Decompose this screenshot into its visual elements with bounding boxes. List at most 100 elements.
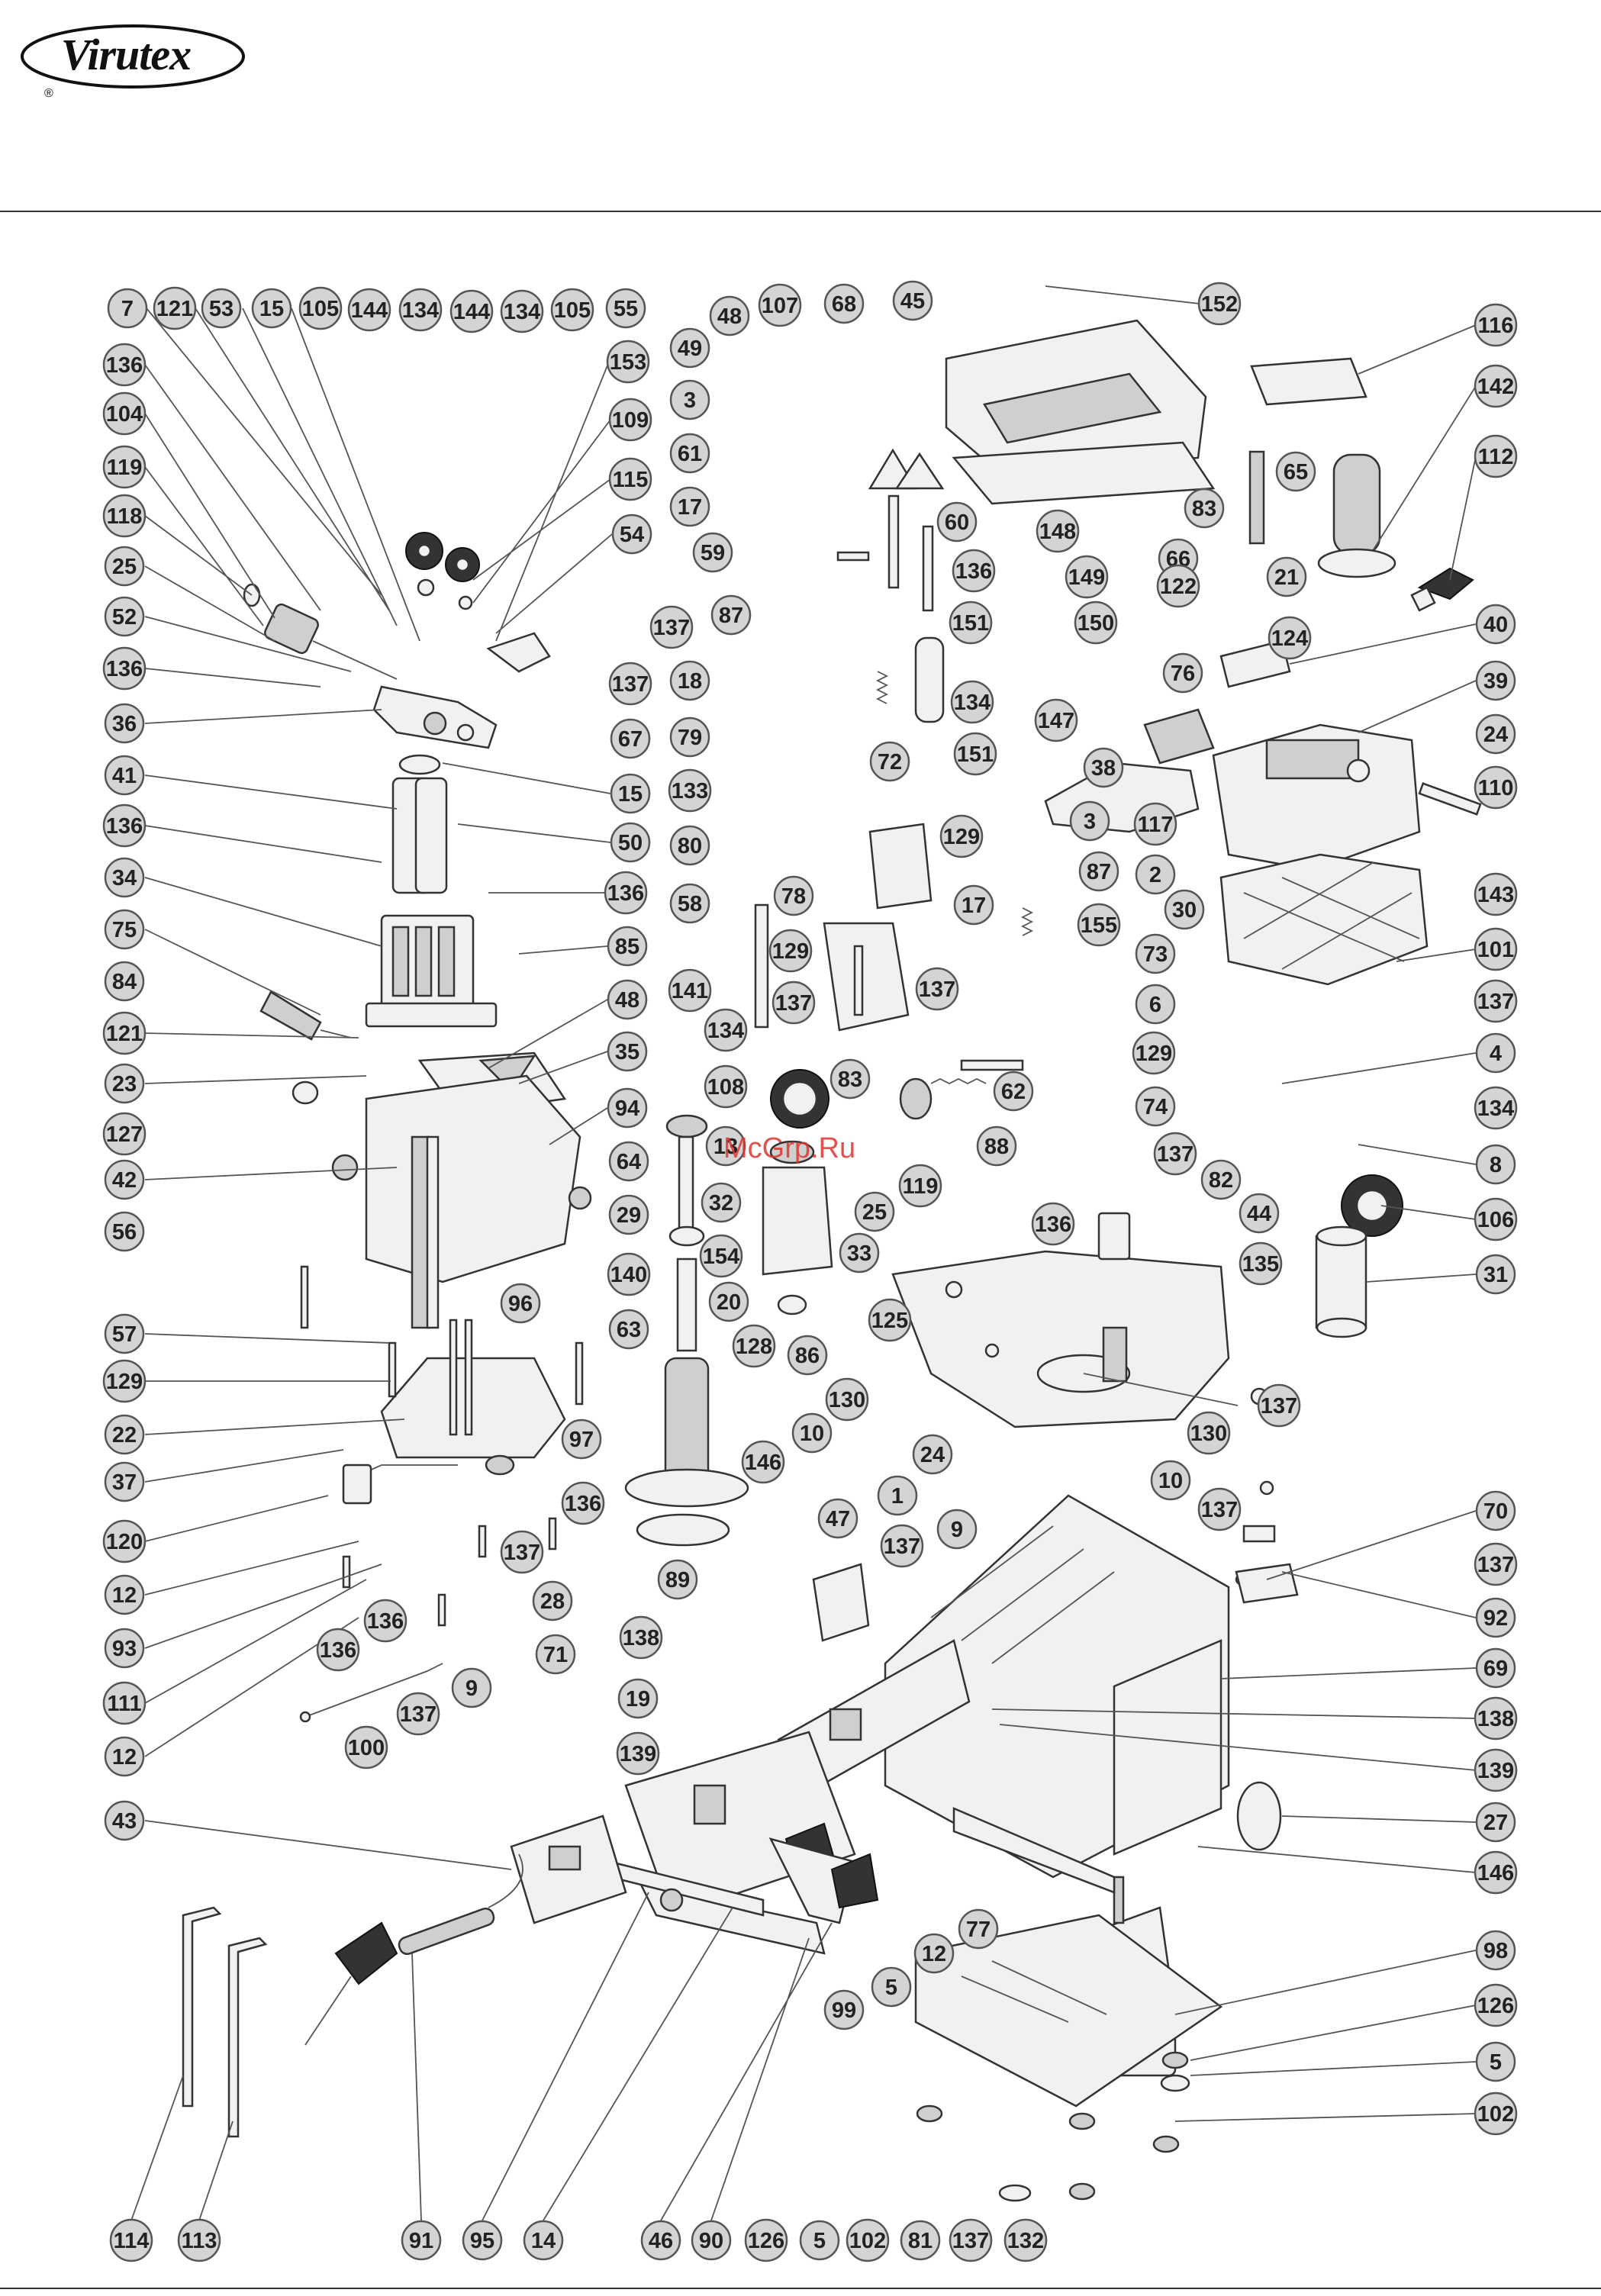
part-callout: 41 [104,755,145,796]
callout-bubble [1475,660,1516,701]
callout-bubble [607,1252,651,1296]
callout-number: 129 [772,939,809,964]
part-callout: 114 [109,2218,153,2262]
part-callout: 143 [1474,872,1518,916]
callout-number: 134 [707,1019,744,1043]
callout-bubble [949,2218,993,2262]
part-callout: 105 [298,286,343,330]
callout-number: 2 [1149,863,1161,887]
part-callout: 134 [500,289,544,333]
part-callout: 99 [823,1989,865,2030]
callout-bubble [993,1071,1034,1112]
part-callout: 77 [958,1908,999,1950]
callout-number: 139 [620,1742,656,1766]
callout-bubble [102,494,147,538]
callout-number: 58 [678,892,702,916]
callout-number: 138 [623,1626,659,1650]
part-callout: 108 [704,1064,748,1109]
callout-number: 48 [717,304,742,329]
callout-bubble [1474,2092,1518,2136]
part-callout: 87 [1078,851,1119,892]
callout-number: 125 [871,1309,908,1333]
callout-number: 102 [849,2229,886,2253]
part-callout: 121 [153,286,197,330]
rod-parts [754,494,945,1029]
callout-bubble [668,968,712,1013]
callout-number: 137 [1157,1142,1194,1167]
part-callout: 154 [699,1234,743,1278]
callout-number: 36 [112,712,137,736]
part-callout: 38 [1083,747,1124,788]
callout-number: 44 [1247,1202,1271,1226]
callout-number: 67 [618,727,643,752]
callout-number: 147 [1038,709,1074,733]
callout-number: 31 [1483,1263,1508,1287]
callout-bubble [1132,1031,1176,1075]
callout-bubble [500,1530,544,1574]
callout-number: 137 [504,1541,540,1565]
callout-bubble [104,596,145,637]
part-callout: 60 [936,501,978,543]
callout-number: 152 [1201,292,1238,317]
callout-bubble [462,2220,503,2261]
callout-number: 146 [745,1451,781,1475]
part-callout: 98 [1475,1930,1516,1971]
callout-bubble [915,967,959,1011]
callout-bubble [953,884,994,926]
part-callout: 8 [1475,1144,1516,1185]
part-callout: 14 [523,2220,564,2261]
part-callout: 105 [550,288,594,332]
callout-bubble [1475,604,1516,645]
callout-number: 87 [1087,860,1111,884]
front-panel-part [510,1815,684,1924]
callout-number: 128 [736,1335,772,1359]
callout-bubble [396,1692,440,1736]
callout-bubble [791,1412,833,1454]
callout-number: 33 [847,1241,871,1266]
callout-number: 137 [653,616,690,640]
part-callout: 89 [657,1559,698,1600]
part-callout: 74 [1135,1086,1176,1127]
callout-bubble [1187,1411,1231,1455]
callout-number: 15 [618,782,643,807]
callout-number: 5 [1490,2050,1502,2075]
callout-bubble [839,1232,880,1274]
part-callout: 12 [913,1933,955,1974]
callout-number: 4 [1490,1042,1502,1066]
part-callout: 137 [1197,1487,1242,1531]
part-callout: 55 [605,288,646,329]
callout-bubble [1135,854,1176,895]
callout-bubble [104,755,145,796]
feet-part [916,2051,1189,2202]
part-callout: 37 [104,1461,145,1502]
callout-bubble [1257,1383,1301,1428]
callout-bubble [532,1580,573,1621]
part-callout: 19 [617,1678,659,1719]
base-cover-part [292,1051,592,1329]
callout-bubble [102,1112,147,1156]
callout-number: 21 [1274,565,1299,590]
callout-number: 101 [1477,938,1514,962]
callout-number: 37 [112,1470,137,1495]
footswitch-top-part [868,319,1216,505]
callout-number: 92 [1483,1606,1508,1631]
callout-number: 134 [1477,1096,1514,1121]
part-callout: 102 [1474,2092,1518,2136]
callout-number: 86 [795,1344,820,1368]
control-panel-part [609,1639,971,1955]
part-callout: 62 [993,1071,1034,1112]
callout-bubble [102,445,147,489]
callout-number: 132 [1007,2229,1044,2253]
part-callout: 125 [868,1298,912,1342]
knob-part [259,990,352,1041]
part-callout: 134 [704,1008,748,1052]
callout-bubble [640,2220,681,2261]
callout-bubble [668,768,712,813]
allen-keys-part [182,1906,268,2138]
callout-number: 102 [1477,2102,1514,2127]
callout-bubble [1474,765,1518,810]
callout-number: 90 [699,2229,723,2253]
callout-bubble [710,594,752,636]
part-callout: 137 [649,605,694,649]
callout-bubble [1077,903,1121,947]
